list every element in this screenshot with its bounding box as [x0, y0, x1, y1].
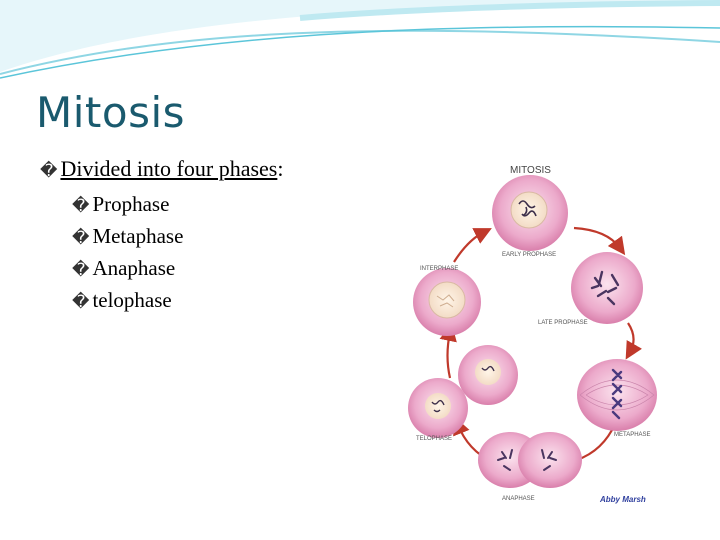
label-metaphase: METAPHASE: [614, 432, 651, 438]
bullet-list: � Divided into four phases: � Prophase �…: [40, 156, 283, 320]
arrow-icon: [454, 232, 484, 262]
main-bullet: � Divided into four phases:: [40, 156, 283, 182]
early-prophase-cell-icon: [492, 175, 568, 251]
label-anaphase: ANAPHASE: [502, 496, 535, 502]
telophase-cell-icon: [408, 345, 518, 438]
sub-bullet-label: Anaphase: [92, 256, 175, 281]
anaphase-cell-icon: [478, 432, 582, 488]
sub-bullet-telophase: � telophase: [72, 288, 283, 313]
metaphase-cell-icon: [577, 359, 657, 431]
header-swoosh: [0, 0, 720, 90]
slide-title: Mitosis: [36, 88, 185, 137]
sub-bullet-label: Prophase: [92, 192, 169, 217]
main-bullet-label: Divided into four phases: [60, 156, 277, 182]
label-interphase: INTERPHASE: [420, 266, 458, 272]
label-telophase: TELOPHASE: [416, 436, 452, 442]
arrow-icon: [574, 228, 620, 248]
sub-bullet-anaphase: � Anaphase: [72, 256, 283, 281]
mitosis-cycle-diagram: MITOSIS EARLY PROPHASE LATE PROPHASE MET…: [402, 160, 670, 512]
bullet-glyph-icon: �: [72, 260, 89, 280]
interphase-cell-icon: [413, 268, 481, 336]
arrow-icon: [628, 323, 634, 352]
bullet-glyph-icon: �: [72, 228, 89, 248]
bullet-glyph-icon: �: [40, 161, 57, 181]
sub-bullet-label: Metaphase: [92, 224, 183, 249]
bullet-glyph-icon: �: [72, 292, 89, 312]
label-early-prophase: EARLY PROPHASE: [502, 252, 556, 258]
label-late-prophase: LATE PROPHASE: [538, 320, 588, 326]
main-bullet-suffix: :: [277, 156, 283, 182]
arrow-icon: [448, 332, 451, 378]
credit-text: Abby Marsh: [599, 495, 646, 504]
sub-bullet-label: telophase: [92, 288, 171, 313]
late-prophase-cell-icon: [571, 252, 643, 324]
sub-bullet-metaphase: � Metaphase: [72, 224, 283, 249]
bullet-glyph-icon: �: [72, 196, 89, 216]
diagram-title: MITOSIS: [510, 165, 551, 176]
sub-bullet-prophase: � Prophase: [72, 192, 283, 217]
